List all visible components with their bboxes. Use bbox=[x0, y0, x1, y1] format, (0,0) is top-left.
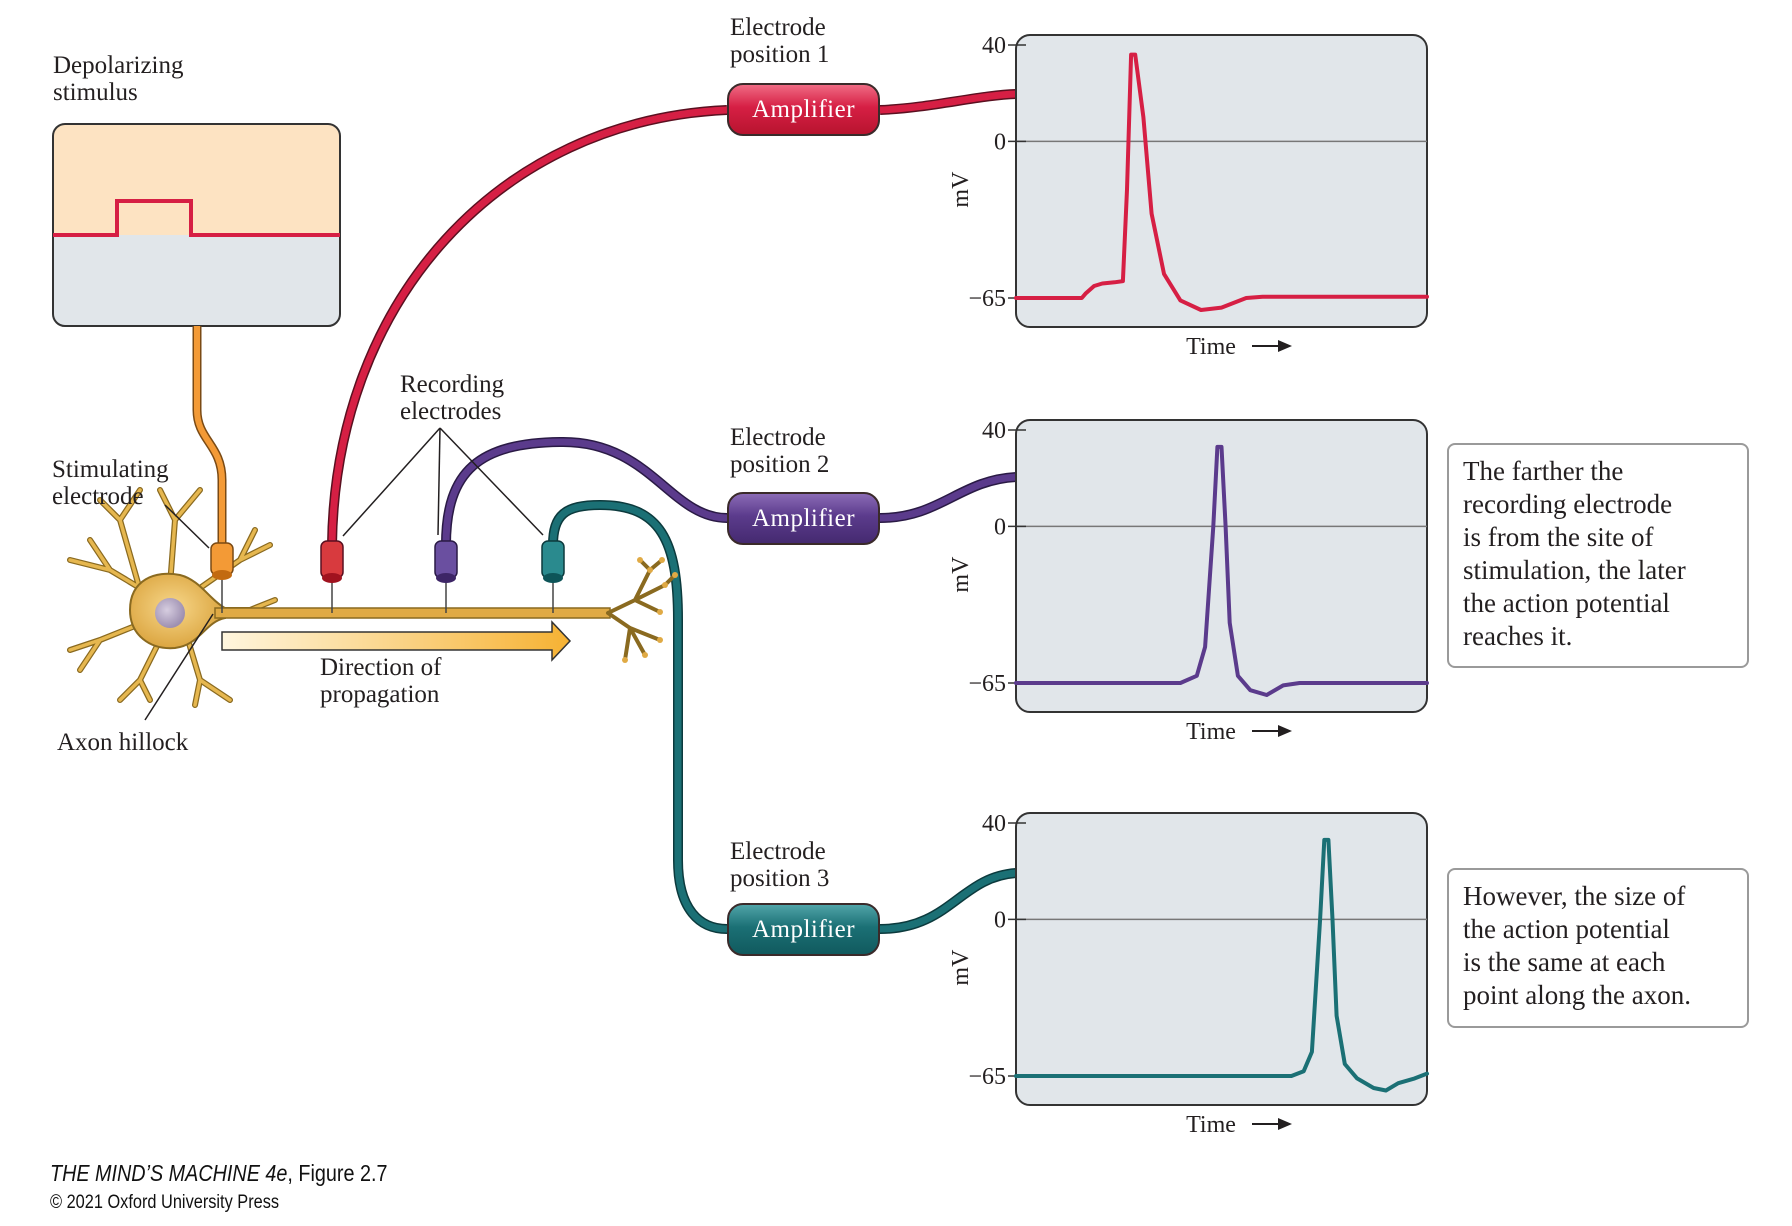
figure-title-number: , Figure 2.7 bbox=[287, 1160, 388, 1186]
electrode3-output-cable bbox=[879, 869, 1017, 933]
stimulus-panel bbox=[52, 123, 341, 327]
electrode3-cable bbox=[548, 499, 728, 934]
nucleus bbox=[155, 598, 185, 628]
electrode3-label-line1: Electrode bbox=[730, 838, 826, 865]
action-potential-trace bbox=[1014, 52, 1429, 312]
y-tick-label: 40 bbox=[982, 418, 1006, 444]
amplifier-1[interactable]: Amplifier bbox=[727, 83, 880, 136]
y-tick-label: −65 bbox=[968, 671, 1006, 697]
y-tick-label: 0 bbox=[994, 514, 1006, 540]
plot-area bbox=[1015, 419, 1428, 713]
note1-line: The farther the bbox=[1463, 456, 1624, 486]
leader-lines bbox=[144, 427, 544, 721]
stim-electrode-line2: electrode bbox=[52, 483, 144, 510]
note1-line: is from the site of bbox=[1463, 522, 1654, 552]
axon-hillock-label: Axon hillock bbox=[57, 729, 189, 756]
stimulus-label-line1: Depolarizing bbox=[53, 52, 184, 79]
figure-title: THE MIND’S MACHINE 4e, Figure 2.7 bbox=[50, 1160, 387, 1187]
action-potential-trace bbox=[1014, 444, 1429, 697]
amplifier-2[interactable]: Amplifier bbox=[727, 492, 880, 545]
chart-3: 40 0 −65 mV Time bbox=[948, 811, 1429, 1138]
stimulus-pulse-trace bbox=[53, 199, 340, 237]
direction-line1: Direction of bbox=[320, 654, 442, 681]
chart-1: 40 0 −65 mV Time bbox=[948, 33, 1429, 360]
electrode1-label: Electrode position 1 bbox=[730, 14, 829, 68]
recording-electrodes-label: Recording electrodes bbox=[400, 371, 504, 425]
stim-electrode-line1: Stimulating bbox=[52, 456, 169, 483]
stimulus-panel-top bbox=[53, 124, 340, 235]
neuron bbox=[67, 487, 678, 708]
electrode2-label-line1: Electrode bbox=[730, 424, 826, 451]
time-arrow-head bbox=[1278, 340, 1292, 352]
axon bbox=[214, 607, 611, 619]
note1-line: reaches it. bbox=[1463, 621, 1573, 651]
stimulating-electrode-label: Stimulating electrode bbox=[52, 456, 169, 510]
note2-line: the action potential bbox=[1463, 914, 1670, 944]
direction-line2: propagation bbox=[320, 681, 440, 708]
propagation-arrow bbox=[221, 620, 572, 662]
electrode2-label: Electrode position 2 bbox=[730, 424, 829, 478]
y-tick-label: 0 bbox=[994, 129, 1006, 155]
electrode1-label-line2: position 1 bbox=[730, 41, 830, 68]
y-tick-label: −65 bbox=[968, 1064, 1006, 1090]
y-axis-label: mV bbox=[948, 949, 974, 986]
y-tick-label: 40 bbox=[982, 33, 1006, 59]
plot-area bbox=[1015, 34, 1428, 328]
recording-electrode-2[interactable] bbox=[434, 540, 458, 613]
note1-line: the action potential bbox=[1463, 588, 1670, 618]
action-potential-trace bbox=[1014, 837, 1429, 1093]
electrode2-label-line2: position 2 bbox=[730, 451, 830, 478]
note2-line: However, the size of bbox=[1463, 881, 1686, 911]
time-arrow-head bbox=[1278, 1118, 1292, 1130]
recording-electrode-3[interactable] bbox=[541, 540, 565, 613]
time-arrow-head bbox=[1278, 725, 1292, 737]
electrode1-cable bbox=[327, 105, 728, 546]
x-axis-label: Time bbox=[1186, 1112, 1236, 1138]
electrode3-label: Electrode position 3 bbox=[730, 838, 829, 892]
x-axis-label: Time bbox=[1186, 719, 1236, 745]
plot-area bbox=[1015, 812, 1428, 1106]
y-tick-label: −65 bbox=[968, 286, 1006, 312]
note2-line: is the same at each bbox=[1463, 947, 1666, 977]
note-latency: The farther the recording electrode is f… bbox=[1447, 443, 1749, 668]
copyright: © 2021 Oxford University Press bbox=[50, 1192, 280, 1213]
note1-line: stimulation, the later bbox=[1463, 555, 1686, 585]
stimulus-panel-bottom bbox=[53, 235, 340, 326]
charts-layer: 40 0 −65 mV Time 40 0 −65 mV Time 40 0 −65 mV Time bbox=[948, 33, 1429, 1138]
recording-electrode-1[interactable] bbox=[320, 540, 344, 613]
figure-title-book: THE MIND’S MACHINE 4e bbox=[50, 1160, 288, 1186]
y-tick-label: 0 bbox=[994, 907, 1006, 933]
note-amplitude: However, the size of the action potentia… bbox=[1447, 868, 1749, 1028]
y-axis-label: mV bbox=[948, 556, 974, 593]
amplifier-3[interactable]: Amplifier bbox=[727, 903, 880, 956]
recording-line1: Recording bbox=[400, 371, 505, 398]
chart-2: 40 0 −65 mV Time bbox=[948, 418, 1429, 745]
stimulus-label-line2: stimulus bbox=[53, 79, 138, 106]
electrode2-output-cable bbox=[879, 473, 1017, 522]
electrode1-label-line1: Electrode bbox=[730, 14, 826, 41]
note2-line: point along the axon. bbox=[1463, 980, 1691, 1010]
stimulating-wire bbox=[192, 326, 227, 545]
direction-label: Direction of propagation bbox=[320, 654, 441, 708]
x-axis-label: Time bbox=[1186, 334, 1236, 360]
stimulating-electrode[interactable] bbox=[210, 542, 234, 613]
y-axis-label: mV bbox=[948, 171, 974, 208]
axon-terminals bbox=[606, 558, 677, 662]
electrode3-label-line2: position 3 bbox=[730, 865, 830, 892]
y-tick-label: 40 bbox=[982, 811, 1006, 837]
stimulus-label: Depolarizing stimulus bbox=[53, 52, 184, 106]
recording-line2: electrodes bbox=[400, 398, 502, 425]
electrode1-output-cable bbox=[879, 90, 1017, 114]
note1-line: recording electrode bbox=[1463, 489, 1673, 519]
